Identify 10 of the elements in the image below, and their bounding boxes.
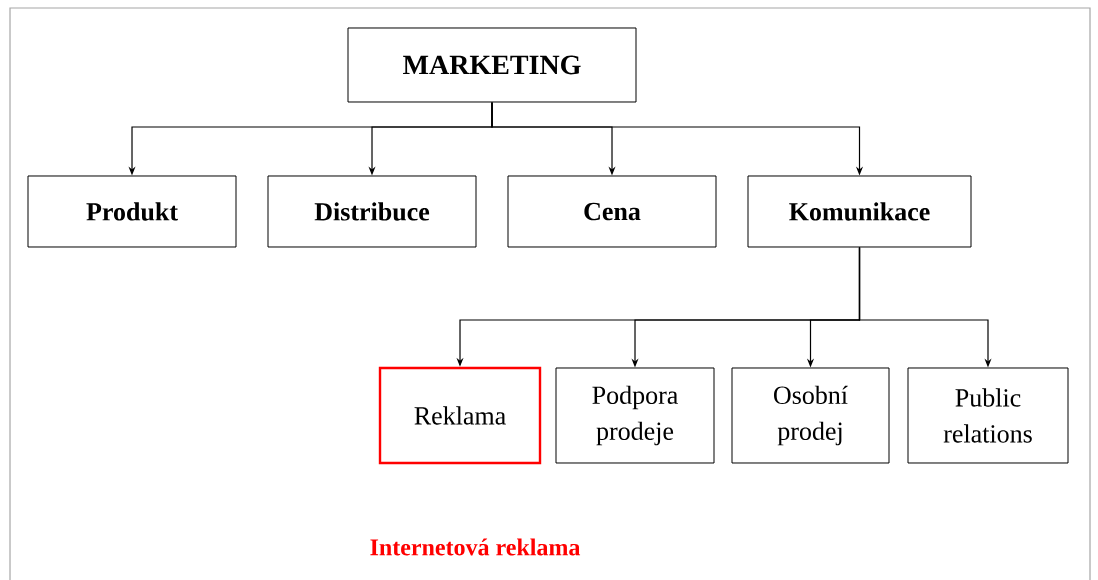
process-box: Podpora prodeje [555, 367, 715, 464]
process-box: Public relations [907, 367, 1069, 464]
process-box: Produkt [27, 175, 237, 248]
process-box: Komunikace [747, 175, 972, 248]
process-box: MARKETING [347, 27, 637, 103]
process-box: Osobní prodej [731, 367, 890, 464]
process-box: Distribuce [267, 175, 477, 248]
process-box: Cena [507, 175, 717, 248]
caption-text: Internetová reklama [370, 538, 581, 556]
highlighted-box: Reklama [378, 366, 542, 465]
